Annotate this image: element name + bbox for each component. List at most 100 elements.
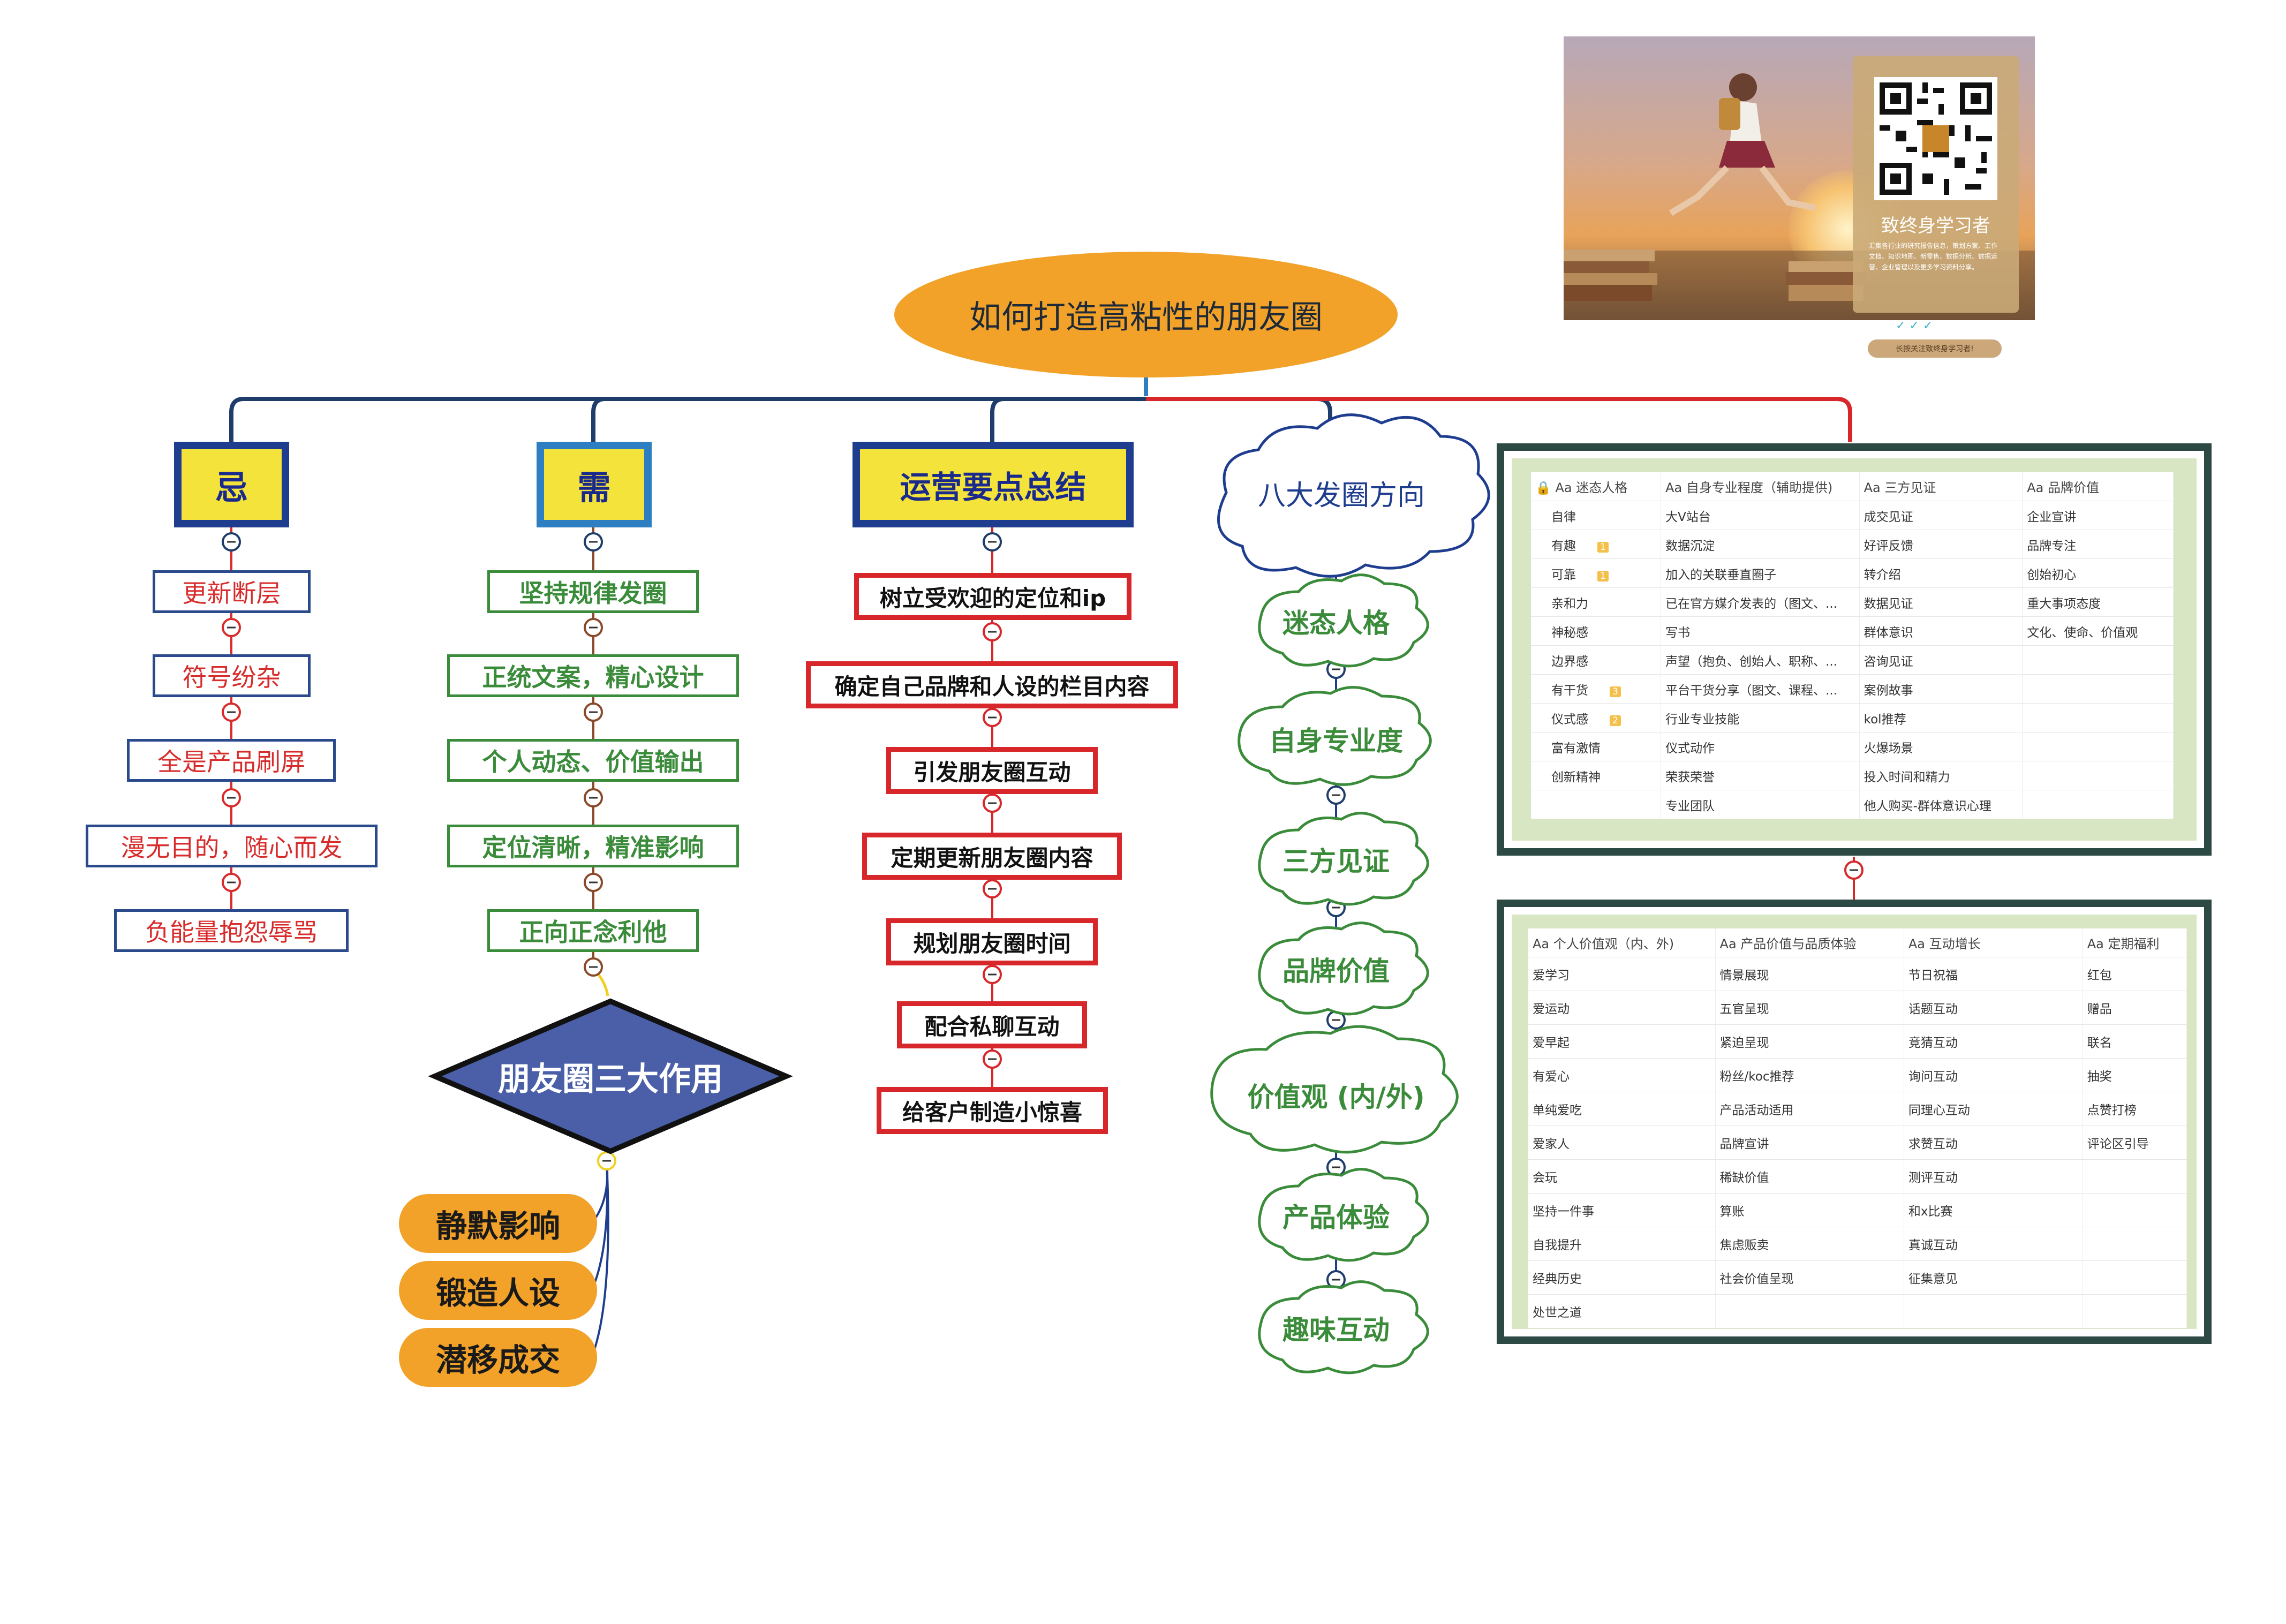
table-cell[interactable]: 有爱心	[1528, 1058, 1716, 1092]
table-cell[interactable]: 联名	[2083, 1024, 2187, 1059]
table-row[interactable]: 经典历史社会价值呈现征集意见	[1528, 1260, 2187, 1295]
table-cell[interactable]: 行业专业技能	[1661, 703, 1860, 732]
bada-item[interactable]: 品牌价值	[1282, 956, 1390, 987]
table-cell[interactable]: 重大事项态度	[2022, 587, 2174, 617]
table-cell[interactable]: 社会价值呈现	[1715, 1260, 1904, 1295]
table-cell[interactable]: 竞猜互动	[1904, 1024, 2083, 1059]
table-row[interactable]: 有爱心粉丝/koc推荐询问互动抽奖	[1528, 1058, 2187, 1092]
table-row[interactable]: 富有激情仪式动作火爆场景	[1531, 732, 2174, 761]
table-cell[interactable]: 荣获荣誉	[1661, 761, 1860, 790]
table-cell[interactable]	[2083, 1227, 2187, 1261]
table-cell[interactable]: 品牌宣讲	[1715, 1126, 1904, 1160]
xu-item[interactable]: 坚持规律发圈	[487, 570, 699, 613]
table-cell[interactable]	[2022, 645, 2174, 675]
table-cell[interactable]: 好评反馈	[1859, 530, 2023, 559]
ji-item[interactable]: 漫无目的，随心而发	[86, 825, 378, 867]
diamond-label[interactable]: 朋友圈三大作用	[498, 1060, 723, 1098]
table-cell[interactable]: 产品活动适用	[1715, 1092, 1904, 1126]
table-row[interactable]: 爱家人品牌宣讲求赞互动评论区引导	[1528, 1126, 2187, 1160]
yunying-item[interactable]: 配合私聊互动	[897, 1001, 1087, 1048]
table-row[interactable]: 自律大V站台成交见证企业宣讲	[1531, 501, 2174, 530]
table-cell[interactable]	[1531, 790, 1662, 819]
table-header[interactable]: Aa 互动增长	[1904, 928, 2083, 957]
ji-item[interactable]: 更新断层	[153, 570, 311, 613]
table-row[interactable]: 专业团队他人购买-群体意识心理	[1531, 790, 2174, 819]
table-cell[interactable]: 测评互动	[1904, 1159, 2083, 1194]
bada-item[interactable]: 迷态人格	[1282, 608, 1390, 639]
table-cell[interactable]: 大V站台	[1661, 501, 1860, 530]
table-cell[interactable]: 成交见证	[1859, 501, 2023, 530]
table-cell[interactable]: 仪式动作	[1661, 732, 1860, 761]
branch-bada[interactable]: 八大发圈方向	[1257, 479, 1425, 512]
table-cell[interactable]: 写书	[1661, 616, 1860, 646]
table-cell[interactable]: 投入时间和精力	[1859, 761, 2023, 790]
table-cell[interactable]: 爱家人	[1528, 1126, 1716, 1160]
table-cell[interactable]: 案例故事	[1859, 674, 2023, 704]
table-cell[interactable]: 算账	[1715, 1193, 1904, 1227]
table-row[interactable]: 爱学习情景展现节日祝福红包	[1528, 957, 2187, 991]
table-cell[interactable]: 群体意识	[1859, 616, 2023, 646]
table-cell[interactable]: 品牌专注	[2022, 530, 2174, 559]
table-cell[interactable]: 五官呈现	[1715, 991, 1904, 1025]
table-cell[interactable]	[2022, 732, 2174, 761]
table-cell[interactable]: 专业团队	[1661, 790, 1860, 819]
table-cell[interactable]: 询问互动	[1904, 1058, 2083, 1092]
table-cell[interactable]: 同理心互动	[1904, 1092, 2083, 1126]
table-cell[interactable]: 经典历史	[1528, 1260, 1716, 1295]
promo-pill[interactable]: 长按关注致终身学习者!	[1868, 339, 2002, 358]
table-cell[interactable]: 焦虑贩卖	[1715, 1227, 1904, 1261]
table-cell[interactable]	[2022, 703, 2174, 732]
yunying-item[interactable]: 树立受欢迎的定位和ip	[854, 573, 1131, 620]
ji-item[interactable]: 负能量抱怨辱骂	[114, 909, 349, 952]
branch-xu[interactable]: 需	[537, 442, 652, 527]
table-cell[interactable]: 粉丝/koc推荐	[1715, 1058, 1904, 1092]
bada-item[interactable]: 三方见证	[1282, 846, 1390, 877]
table-cell[interactable]: 会玩	[1528, 1159, 1716, 1194]
table-cell[interactable]: 稀缺价值	[1715, 1159, 1904, 1194]
table-cell[interactable]: 爱运动	[1528, 991, 1716, 1025]
table-row[interactable]: 爱运动五官呈现话题互动赠品	[1528, 991, 2187, 1025]
table-cell[interactable]: 创始初心	[2022, 558, 2174, 588]
table-cell[interactable]: 坚持一件事	[1528, 1193, 1716, 1227]
table-cell[interactable]: 企业宣讲	[2022, 501, 2174, 530]
table-row[interactable]: 神秘感写书群体意识文化、使命、价值观	[1531, 616, 2174, 646]
table-cell[interactable]: 评论区引导	[2083, 1126, 2187, 1160]
bada-item[interactable]: 产品体验	[1282, 1202, 1390, 1233]
table-cell[interactable]: 情景展现	[1715, 957, 1904, 991]
table-cell[interactable]	[1715, 1294, 1904, 1328]
table-cell[interactable]: 神秘感	[1531, 616, 1662, 646]
table-header[interactable]: Aa 品牌价值	[2022, 472, 2174, 501]
table-cell[interactable]: 自我提升	[1528, 1227, 1716, 1261]
table-cell[interactable]	[2022, 790, 2174, 819]
xu-item[interactable]: 正向正念利他	[487, 909, 699, 952]
table-cell[interactable]	[2022, 761, 2174, 790]
table-cell[interactable]	[1904, 1294, 2083, 1328]
table-cell[interactable]: 咨询见证	[1859, 645, 2023, 675]
table-row[interactable]: 处世之道	[1528, 1294, 2187, 1328]
table-cell[interactable]	[2022, 674, 2174, 704]
table-cell[interactable]: 边界感	[1531, 645, 1662, 675]
table-cell[interactable]: 点赞打榜	[2083, 1092, 2187, 1126]
table-row[interactable]: 会玩稀缺价值测评互动	[1528, 1159, 2187, 1194]
table-cell[interactable]	[2083, 1193, 2187, 1227]
table-cell[interactable]: 爱早起	[1528, 1024, 1716, 1059]
yunying-item[interactable]: 给客户制造小惊喜	[877, 1087, 1108, 1134]
table-cell[interactable]: 声望（抱负、创始人、职称、...	[1661, 645, 1860, 675]
effect-oval[interactable]: 潜移成交	[399, 1328, 597, 1387]
table-cell[interactable]: 节日祝福	[1904, 957, 2083, 991]
xu-item[interactable]: 正统文案，精心设计	[447, 654, 739, 697]
table-cell[interactable]: 文化、使命、价值观	[2022, 616, 2174, 646]
table-row[interactable]: 边界感声望（抱负、创始人、职称、...咨询见证	[1531, 645, 2174, 675]
table-cell[interactable]: 征集意见	[1904, 1260, 2083, 1295]
yunying-item[interactable]: 定期更新朋友圈内容	[862, 833, 1122, 880]
table-cell[interactable]: 抽奖	[2083, 1058, 2187, 1092]
table-cell[interactable]: 求赞互动	[1904, 1126, 2083, 1160]
qr-code[interactable]	[1874, 77, 1997, 200]
table-cell[interactable]: 赠品	[2083, 991, 2187, 1025]
table-cell[interactable]: 平台干货分享（图文、课程、...	[1661, 674, 1860, 704]
